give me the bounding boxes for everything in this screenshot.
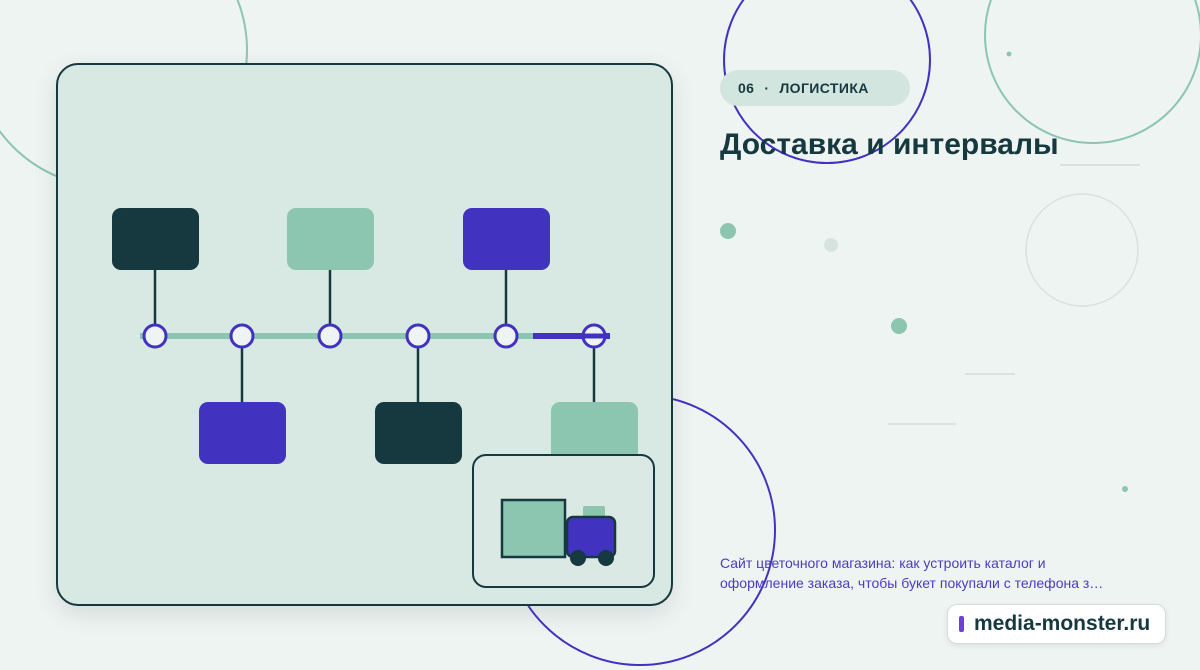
deco-circle-mint-topright <box>984 0 1200 144</box>
timeline-stage-block <box>551 402 638 464</box>
brand-accent-bar <box>959 616 964 632</box>
timeline-stage-block <box>375 402 462 464</box>
timeline-node <box>405 323 431 349</box>
illustration-card <box>56 63 673 606</box>
article-description[interactable]: Сайт цветочного магазина: как устроить к… <box>720 553 1160 593</box>
badge-number: 06 <box>738 80 755 96</box>
timeline-node <box>229 323 255 349</box>
deco-circle-indigo-top <box>723 0 931 164</box>
timeline-stage-block <box>463 208 550 270</box>
page-title: Доставка и интервалы <box>720 128 1059 161</box>
timeline-node <box>142 323 168 349</box>
badge-separator: · <box>764 80 770 96</box>
delivery-truck-icon <box>500 498 617 566</box>
timeline-node <box>317 323 343 349</box>
deco-dot <box>720 223 736 239</box>
deco-dot <box>1122 486 1128 492</box>
brand-badge[interactable]: media-monster.ru <box>947 604 1166 644</box>
brand-label: media-monster.ru <box>974 612 1151 635</box>
deco-circle-faint-right <box>1025 193 1139 307</box>
badge-category: ЛОГИСТИКА <box>779 80 869 96</box>
description-line: оформление заказа, чтобы букет покупали … <box>720 575 1104 591</box>
deco-dot <box>891 318 907 334</box>
timeline-stage-block <box>112 208 199 270</box>
timeline-node <box>493 323 519 349</box>
category-badge: 06 · ЛОГИСТИКА <box>720 70 910 106</box>
timeline-stage-block <box>287 208 374 270</box>
deco-dot <box>1006 51 1012 57</box>
delivery-inset-panel <box>472 454 655 588</box>
timeline-illustration <box>112 208 638 464</box>
timeline-stage-block <box>199 402 286 464</box>
description-line: Сайт цветочного магазина: как устроить к… <box>720 555 1046 571</box>
deco-dot <box>824 238 838 252</box>
